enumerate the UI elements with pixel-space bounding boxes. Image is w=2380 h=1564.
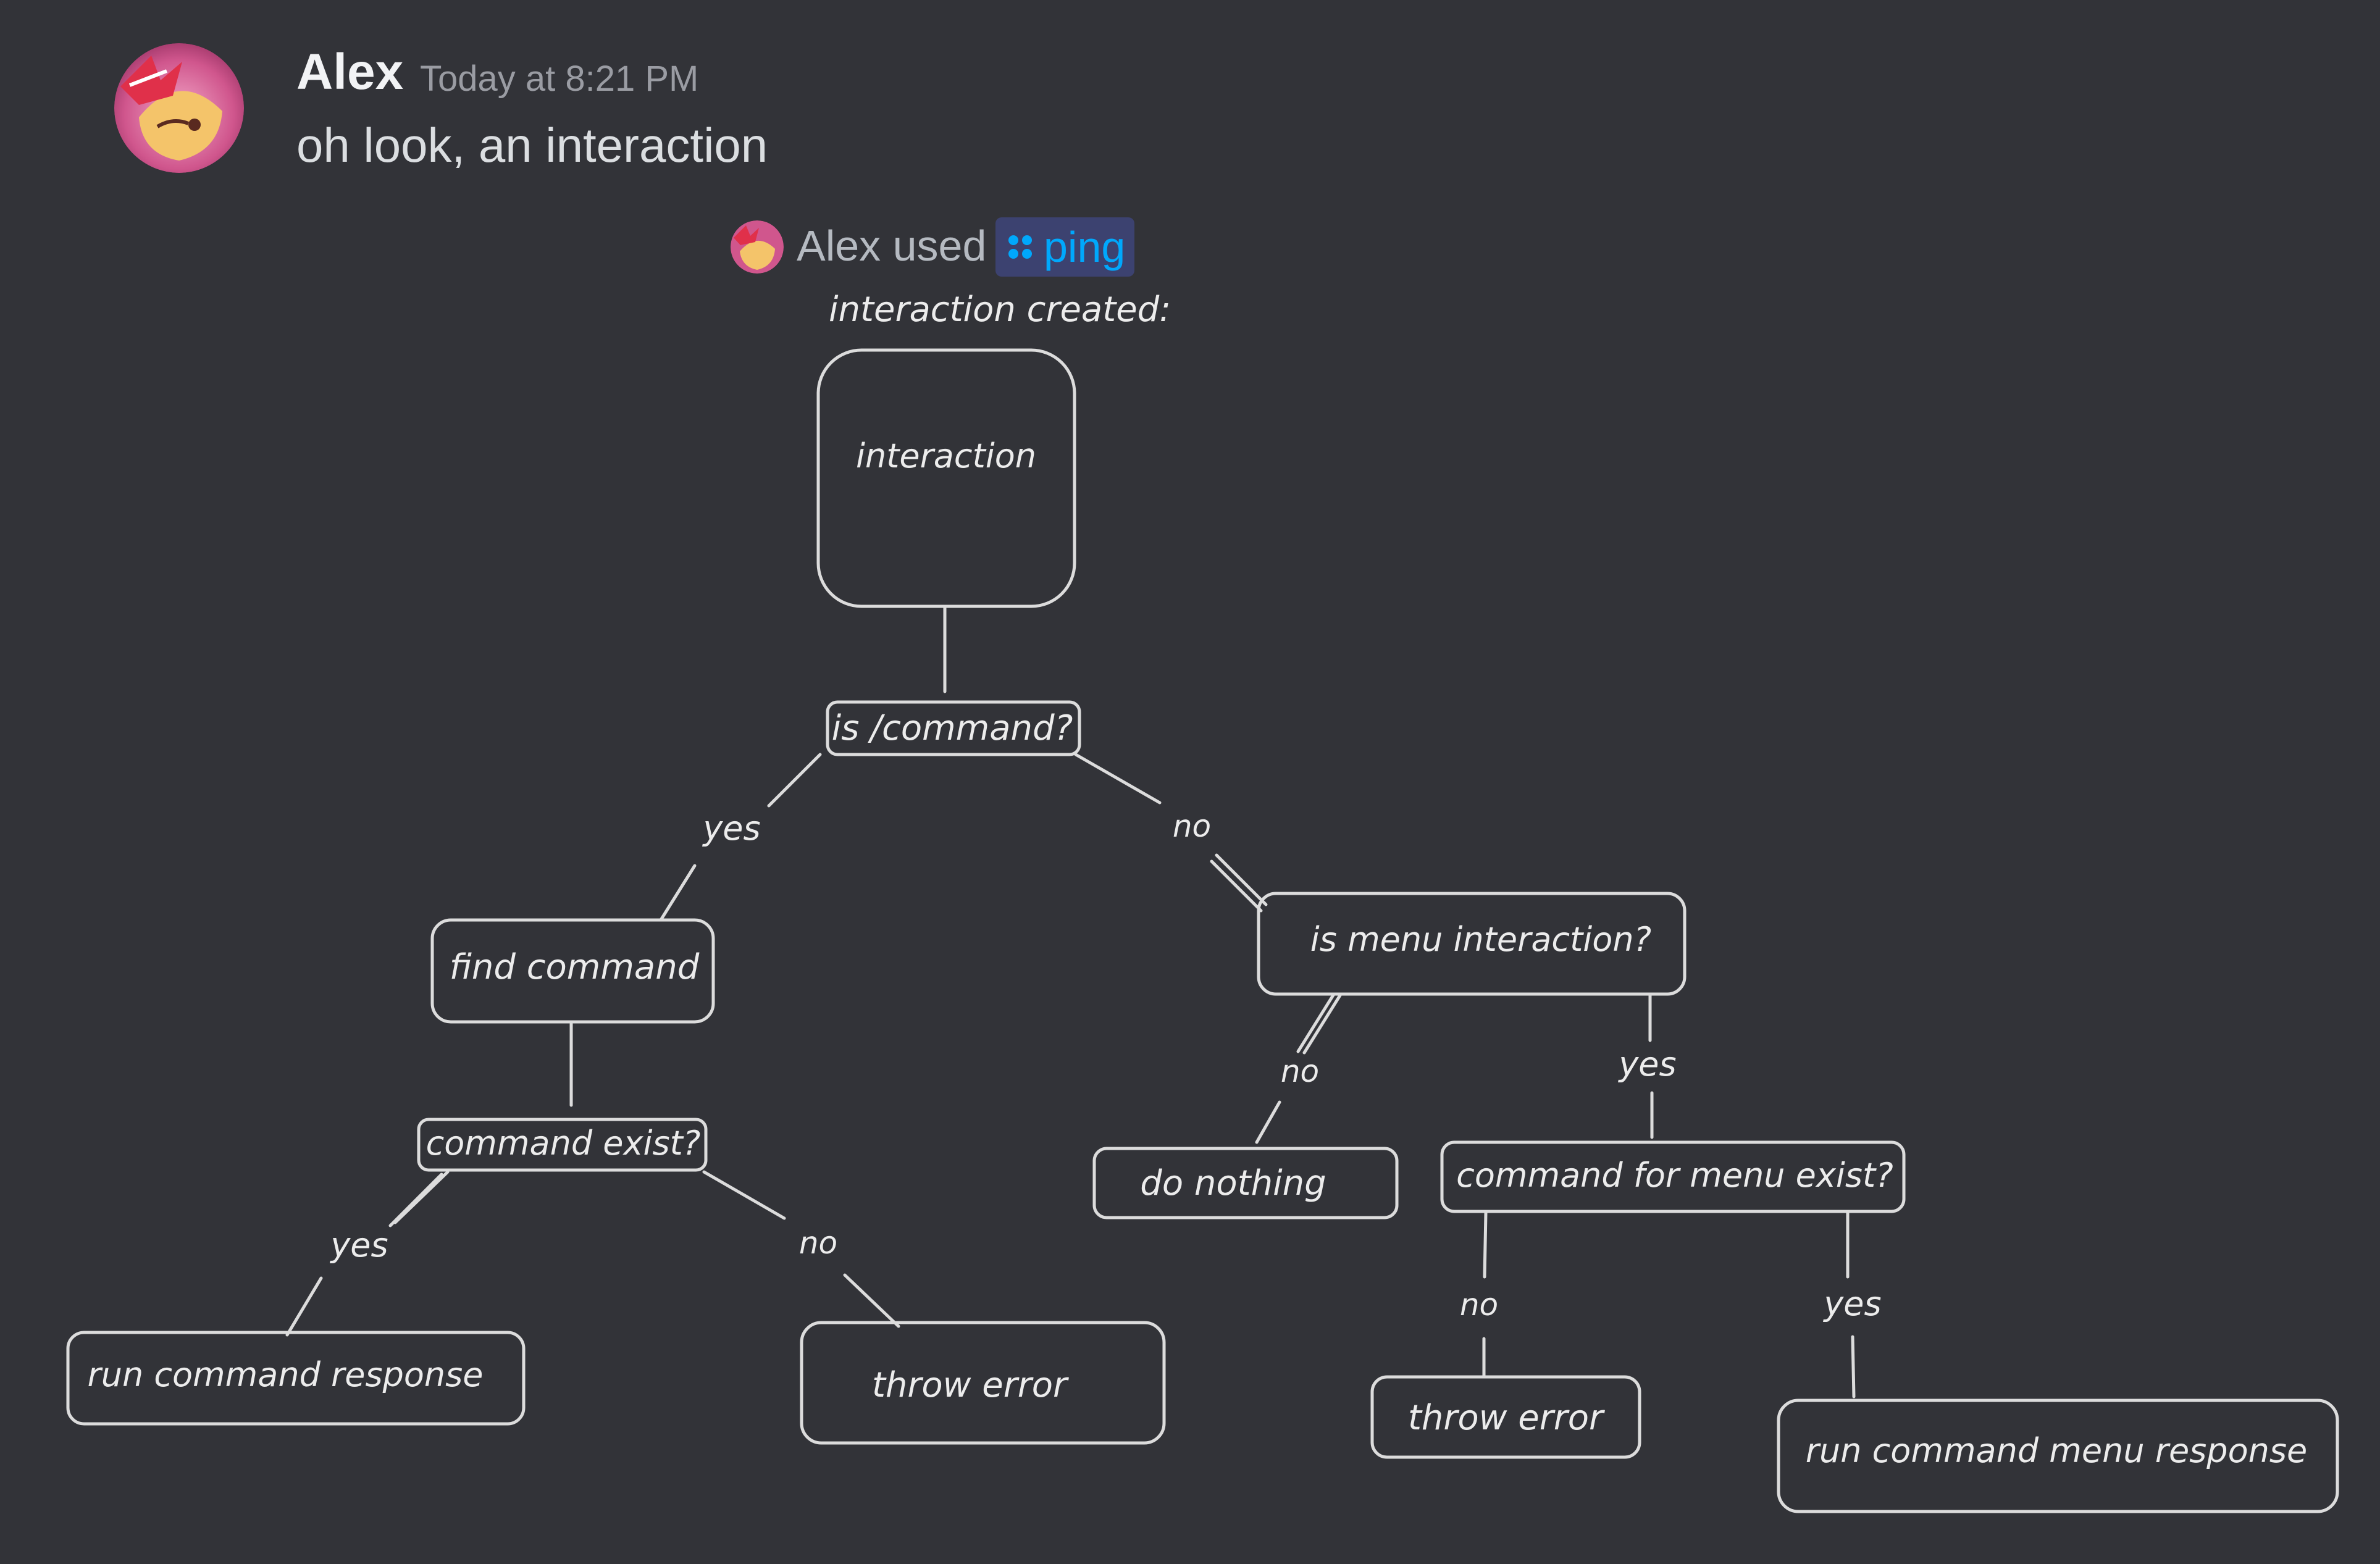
- connector-lines: [285, 606, 1856, 1399]
- slash-command-icon: [1008, 235, 1032, 259]
- node-run-command-menu-response-label: run command menu response: [1806, 1431, 2307, 1470]
- node-find-command-label: find command: [450, 947, 700, 987]
- message-content: oh look, an interaction: [296, 118, 768, 172]
- node-throw-error-1-box: [800, 1321, 1166, 1445]
- node-command-for-menu-exist-box: [1440, 1140, 1906, 1213]
- edge-label-menu-exist-yes: yes: [1822, 1284, 1881, 1323]
- interaction-user-avatar[interactable]: [731, 220, 784, 274]
- message-timestamp: Today at 8:21 PM: [420, 59, 699, 99]
- edge-label-is-menu-yes: yes: [1617, 1045, 1676, 1084]
- edge-label-command-exist-yes: yes: [329, 1226, 388, 1265]
- node-command-for-menu-exist-label: command for menu exist?: [1456, 1156, 1893, 1195]
- node-throw-error-2-label: throw error: [1408, 1398, 1605, 1438]
- edge-label-is-menu-no: no: [1281, 1053, 1319, 1089]
- diagram-caption: interaction created:: [829, 290, 1171, 330]
- node-command-exist-label: command exist?: [426, 1124, 701, 1163]
- node-is-command-box: [826, 700, 1081, 756]
- node-run-command-response-box: [66, 1331, 526, 1426]
- node-do-nothing-label: do nothing: [1140, 1163, 1326, 1203]
- node-throw-error-1-label: throw error: [872, 1365, 1069, 1405]
- command-name[interactable]: ping: [1044, 223, 1126, 271]
- node-run-command-menu-response-box: [1777, 1399, 2339, 1513]
- node-command-exist-box: [417, 1118, 708, 1172]
- node-find-command-box: [430, 918, 715, 1024]
- edge-label-menu-exist-no: no: [1460, 1287, 1498, 1323]
- node-interaction-label: interaction: [856, 437, 1036, 475]
- interaction-used-text: Alex used: [797, 221, 986, 270]
- edge-label-is-command-yes: yes: [702, 809, 760, 848]
- node-do-nothing-box: [1092, 1147, 1399, 1219]
- edge-label-command-exist-no: no: [799, 1225, 837, 1261]
- node-run-command-response-label: run command response: [88, 1355, 484, 1394]
- node-is-command-label: is /command?: [832, 708, 1073, 748]
- interaction-used-word: used: [892, 222, 987, 270]
- author-avatar[interactable]: [114, 43, 244, 173]
- edge-label-is-command-no: no: [1173, 808, 1211, 844]
- node-throw-error-2-box: [1370, 1375, 1641, 1459]
- command-mention[interactable]: ping: [995, 217, 1134, 277]
- node-is-menu-interaction-box: [1257, 892, 1687, 996]
- message-author[interactable]: Alex: [296, 44, 404, 100]
- interaction-user-name[interactable]: Alex: [797, 222, 881, 270]
- node-interaction-box: [816, 348, 1076, 608]
- node-is-menu-interaction-label: is menu interaction?: [1310, 920, 1651, 959]
